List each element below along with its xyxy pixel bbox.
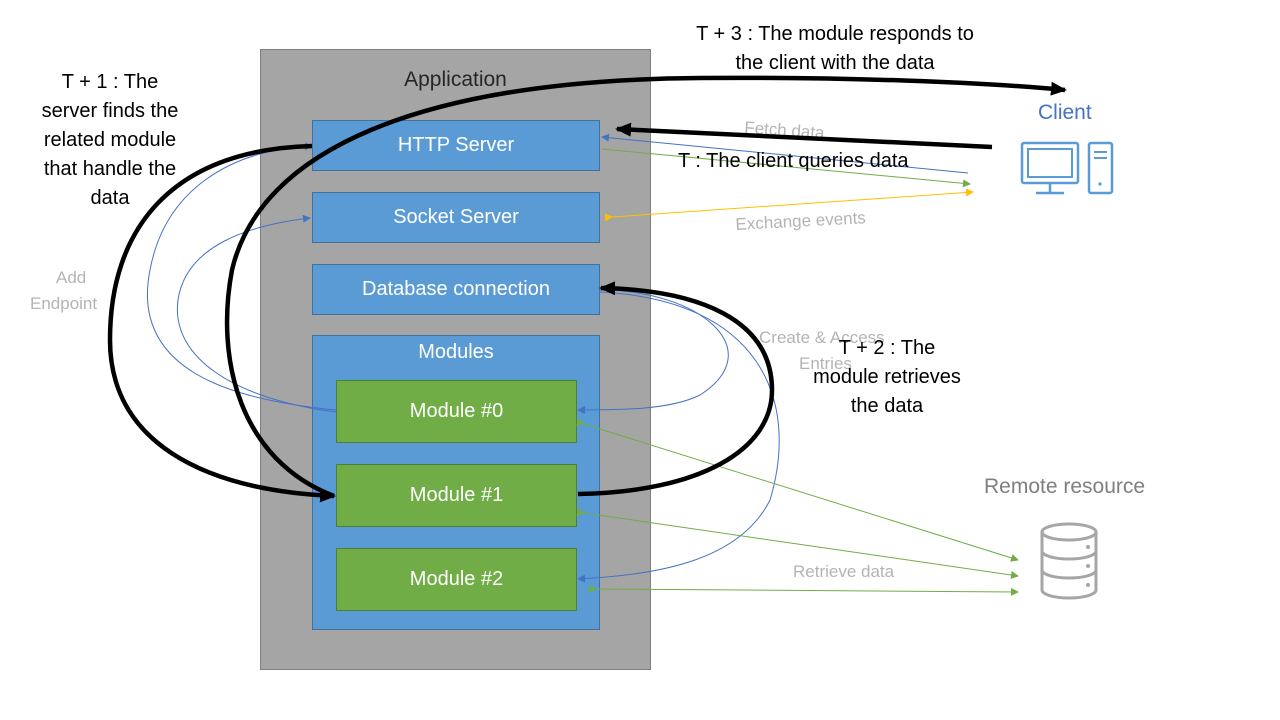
module-2-label: Module #2: [409, 568, 504, 590]
t-query-arrow: [615, 122, 993, 150]
t2-line-3: the data: [850, 395, 924, 417]
t1-line-4: that handle the: [43, 158, 177, 180]
http-server-label: HTTP Server: [397, 134, 515, 156]
http-response-arrow: [601, 148, 971, 188]
t3-annotation: T + 3 : The module responds to the clien…: [662, 20, 1008, 78]
t2-annotation: T + 2 : The module retrieves the data: [797, 334, 977, 421]
module-0-box[interactable]: Module #0: [336, 380, 577, 443]
retrieve-data-module1-arrow: [576, 508, 1019, 579]
remote-resource-label: Remote resource: [984, 475, 1146, 498]
t1-line-2: server finds the: [41, 100, 179, 122]
http-server-box[interactable]: HTTP Server: [312, 120, 600, 171]
socket-server-label: Socket Server: [393, 206, 519, 228]
create-access-label-line1: Create & Access: [759, 328, 885, 347]
database-connection-label: Database connection: [362, 278, 550, 300]
retrieve-data-module0-arrow: [576, 418, 1019, 562]
t2-line-2: module retrieves: [813, 366, 961, 388]
t1-line-3: related module: [43, 129, 177, 151]
module-0-label: Module #0: [409, 400, 504, 422]
exchange-events-arrow: [604, 188, 974, 222]
t1-line-5: data: [90, 187, 130, 209]
desktop-computer-icon: [1020, 141, 1114, 195]
module-2-box[interactable]: Module #2: [336, 548, 577, 611]
t1-find-module-arrow: [107, 143, 336, 503]
add-endpoint-socket-arrow: [176, 214, 337, 413]
client-label: Client: [1038, 101, 1092, 124]
t2-line-1: T + 2 : The: [838, 337, 936, 359]
fetch-data-arrow: [601, 133, 969, 174]
t1-annotation: T + 1 : The server finds the related mod…: [30, 68, 190, 213]
t2-retrieve-arrow: [577, 281, 775, 497]
database-icon: [1040, 522, 1098, 600]
retrieve-data-module2-arrow: [588, 584, 1019, 596]
t3-line-2: the client with the data: [735, 52, 935, 74]
create-access-label-line2: Entries: [799, 354, 852, 373]
t-annotation: T : The client queries data: [678, 150, 909, 172]
add-endpoint-label-line1: Add: [56, 268, 87, 287]
create-access-module0-arrow: [577, 289, 729, 414]
add-endpoint-http-arrow: [147, 142, 337, 411]
module-1-label: Module #1: [409, 484, 504, 506]
application-title: Application: [404, 68, 507, 91]
modules-title: Modules: [418, 341, 494, 363]
database-connection-box[interactable]: Database connection: [312, 264, 600, 315]
socket-server-box[interactable]: Socket Server: [312, 192, 600, 243]
t3-respond-arrow: [224, 75, 1067, 499]
add-endpoint-label-line2: Endpoint: [30, 294, 98, 313]
module-1-box[interactable]: Module #1: [336, 464, 577, 527]
t3-line-1: T + 3 : The module responds to: [696, 23, 974, 45]
t1-line-1: T + 1 : The: [61, 71, 159, 93]
